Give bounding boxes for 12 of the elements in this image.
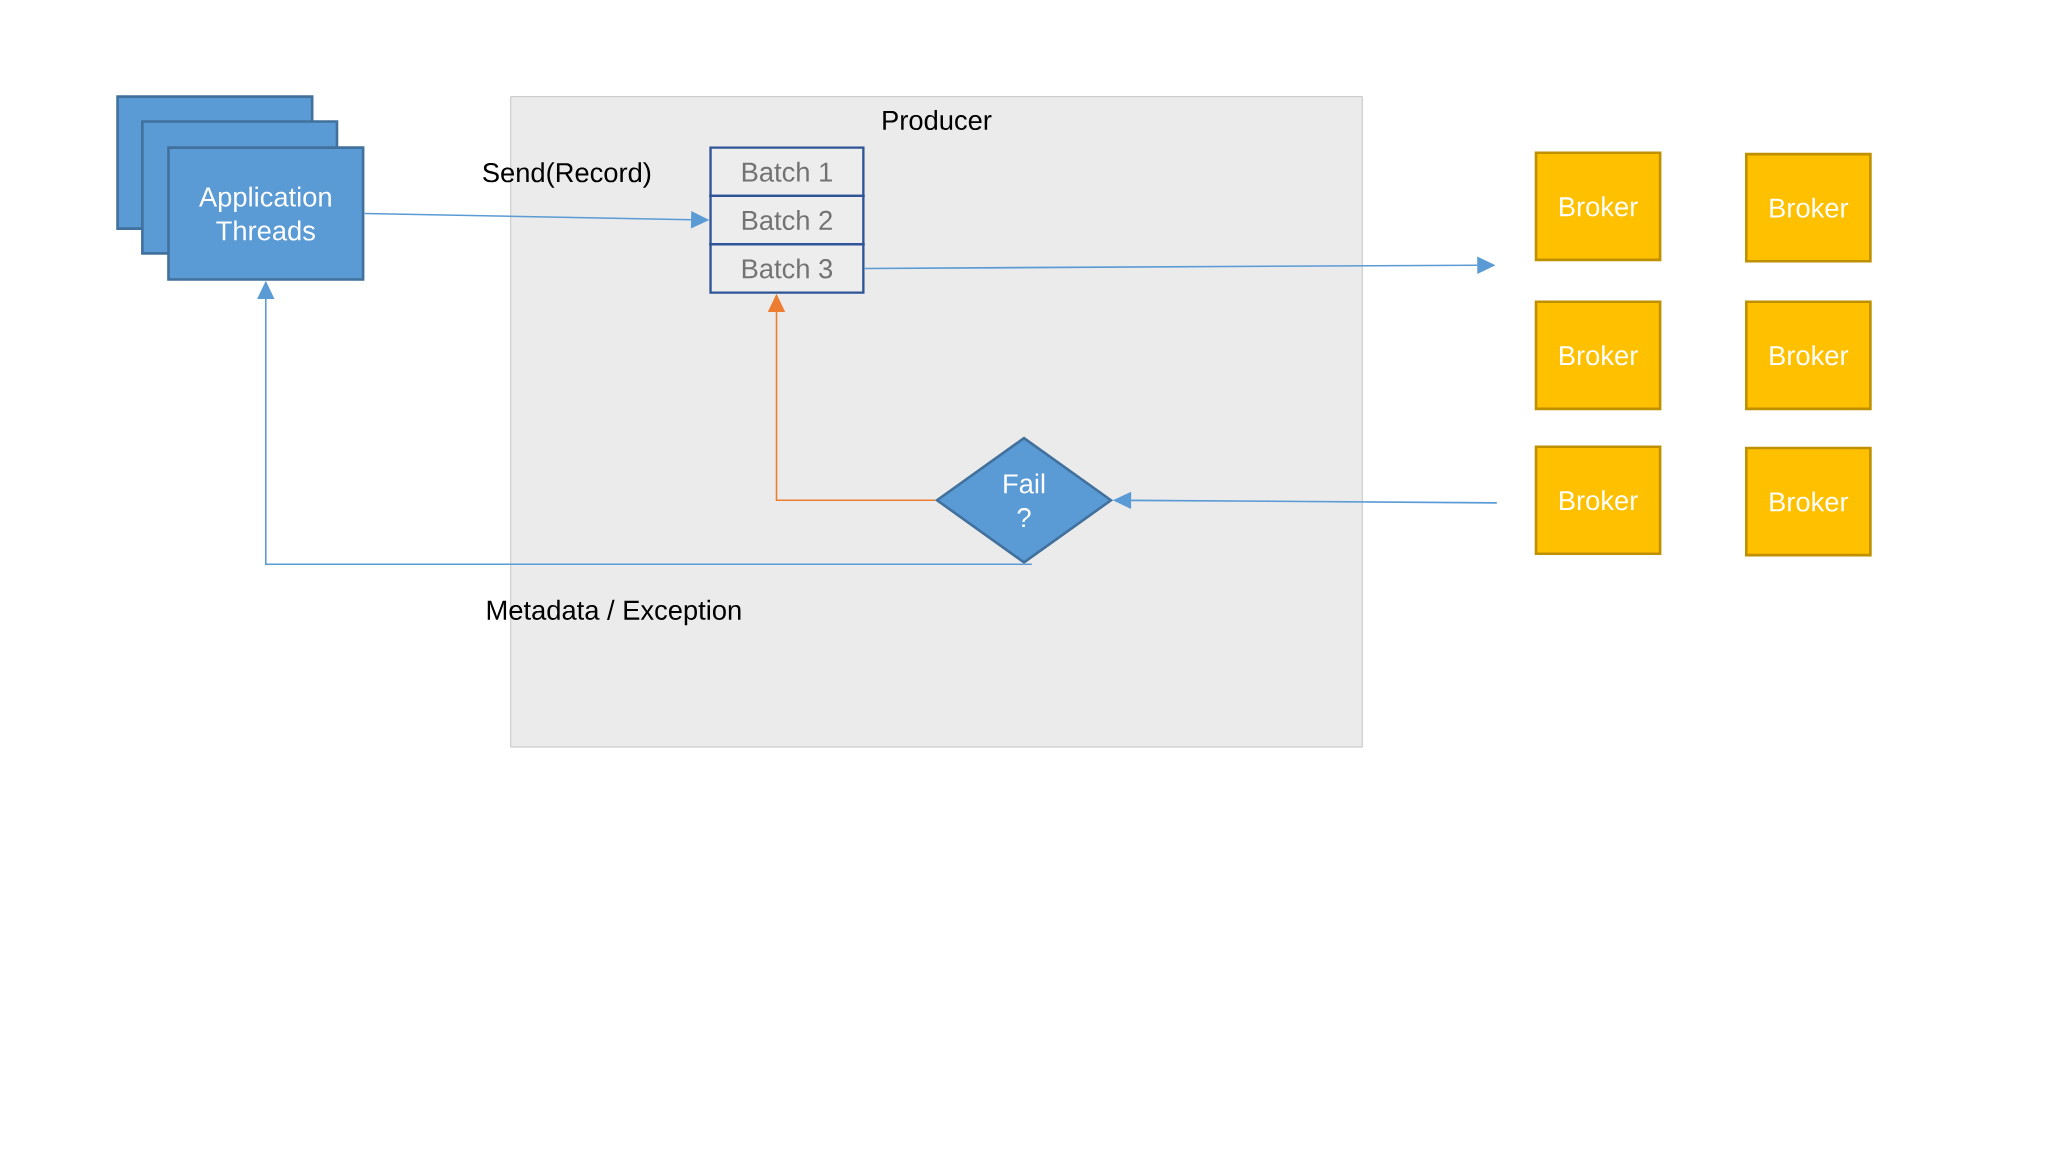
edge-label: Send(Record) <box>483 162 651 188</box>
broker-box: Broker <box>1534 151 1662 262</box>
batch-box: Batch 1 <box>709 146 865 198</box>
broker-box: Broker <box>1745 152 1872 263</box>
batch-box: Batch 3 <box>709 243 865 294</box>
edge-label: Metadata / Exception <box>487 599 741 626</box>
broker-box: Broker <box>1745 446 1872 557</box>
broker-box: Broker <box>1745 300 1872 411</box>
broker-box: Broker <box>1534 445 1662 556</box>
broker-box: Broker <box>1534 300 1662 411</box>
batch-box: Batch 2 <box>709 194 865 246</box>
stacked-boxes: Application Threads <box>116 95 365 281</box>
